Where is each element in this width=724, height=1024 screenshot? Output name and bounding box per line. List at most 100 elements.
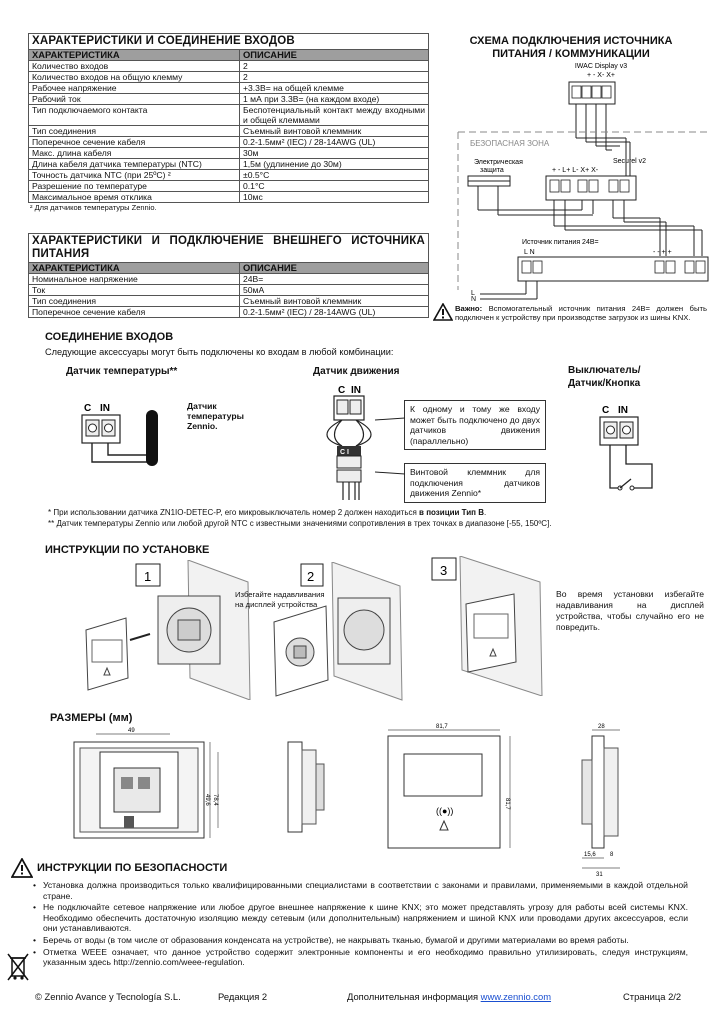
avoid-pressure-note: Избегайте надавливания на дисплей устрой… bbox=[235, 590, 325, 609]
table-cell: Номинальное напряжение bbox=[28, 273, 240, 285]
footer-website-link[interactable]: www.zennio.com bbox=[480, 991, 552, 1002]
footnote-1-pre: * При использовании датчика ZN1IO-DETEC-… bbox=[48, 508, 420, 517]
dim-81-7-h: 81,7 bbox=[504, 798, 510, 810]
footer-copyright: © Zennio Avance y Tecnología S.L. bbox=[35, 991, 181, 1002]
table-cell: Тип подключаемого контакта bbox=[28, 104, 240, 126]
inputs-table: ХАРАКТЕРИСТИКА ОПИСАНИЕ Количество входо… bbox=[28, 49, 429, 203]
table-cell: Съемный винтовой клеммник bbox=[239, 125, 429, 137]
motion-c-label: C bbox=[338, 385, 345, 396]
table-cell: Беспотенциальный контакт между входными … bbox=[239, 104, 429, 126]
inputs-table-block: ХАРАКТЕРИСТИКИ И СОЕДИНЕНИЕ ВХОДОВ ХАРАК… bbox=[28, 33, 429, 212]
table-cell: 2 bbox=[239, 60, 429, 72]
psu-label: Источник питания 24В= bbox=[522, 239, 599, 246]
table-row: Длина кабеля датчика температуры (NTC)1,… bbox=[28, 158, 429, 170]
psu-block bbox=[517, 256, 709, 282]
motion-box-2-text: Винтовой клеммник для подключения датчик… bbox=[410, 467, 540, 498]
dim-8: 8 bbox=[610, 852, 614, 858]
list-item: Отметка WEEE означает, что данное устрой… bbox=[33, 947, 688, 968]
wiring-warning: Важно: Вспомогательный источник питания … bbox=[455, 304, 707, 322]
install-step2-illustration: 2 bbox=[273, 562, 403, 701]
table-header-cell: ОПИСАНИЕ bbox=[239, 262, 429, 274]
table-cell: Рабочий ток bbox=[28, 93, 240, 105]
dim-28: 28 bbox=[598, 724, 605, 730]
dim-49: 49 bbox=[128, 728, 135, 734]
step-2-number: 2 bbox=[307, 569, 314, 584]
table-row: Точность датчика NTC (при 25ºC) ²±0.5°C bbox=[28, 169, 429, 181]
dimensions-drawing-front: 81,7 ((●)) 81,7 bbox=[387, 724, 511, 849]
display-label: IWAC Display v3 bbox=[575, 63, 627, 70]
inputs-table-footnote: ² Для датчиков температуры Zennio. bbox=[30, 203, 157, 212]
label-in: IN bbox=[100, 403, 110, 414]
switch-in-label: IN bbox=[618, 405, 628, 416]
inputs-section-title: СОЕДИНЕНИЕ ВХОДОВ bbox=[45, 331, 174, 343]
table-cell: +3.3В= на общей клемме bbox=[239, 82, 429, 94]
table-row: Рабочее напряжение+3.3В= на общей клемме bbox=[28, 82, 429, 94]
safe-zone-label: БЕЗОПАСНАЯ ЗОНА bbox=[470, 139, 550, 148]
dimensions-drawing-side: 28 15,6 8 31 bbox=[581, 724, 620, 878]
table-header-cell: ХАРАКТЕРИСТИКА bbox=[28, 49, 240, 61]
protection-label-2: защита bbox=[480, 167, 504, 174]
table-header-cell: ОПИСАНИЕ bbox=[239, 49, 429, 61]
inputs-intro: Следующие аксессуары могут быть подключе… bbox=[45, 347, 394, 357]
table-cell: Разрешение по температуре bbox=[28, 180, 240, 192]
temp-sensor-diagram: C IN bbox=[81, 403, 158, 466]
dim-31: 31 bbox=[596, 872, 603, 878]
temp-sensor-box-text: Датчик температуры Zennio. bbox=[187, 401, 244, 431]
safety-list: Установка должна производиться только кв… bbox=[33, 880, 688, 969]
switch-c-label: C bbox=[602, 405, 609, 416]
label-c: C bbox=[84, 403, 91, 414]
motion-sensor-title: Датчик движения bbox=[313, 366, 400, 377]
table-cell: 0.2-1.5мм² (IEC) / 28-14AWG (UL) bbox=[239, 136, 429, 148]
table-cell: Рабочее напряжение bbox=[28, 82, 240, 94]
table-cell: 50мА bbox=[239, 284, 429, 296]
footer-more-info: Дополнительная информация www.zennio.com bbox=[347, 991, 551, 1002]
list-item: Не подключайте сетевое напряжение или лю… bbox=[33, 902, 688, 934]
power-table-block: ХАРАКТЕРИСТИКИ И ПОДКЛЮЧЕНИЕ ВНЕШНЕГО ИС… bbox=[28, 233, 429, 318]
table-cell: 1 мА при 3.3В= (на каждом входе) bbox=[239, 93, 429, 105]
psu-terminals-right: - - + + bbox=[653, 249, 672, 256]
line-n-label: N bbox=[471, 296, 477, 303]
dimensions-drawing-side-b bbox=[287, 741, 325, 833]
table-cell: Поперечное сечение кабеля bbox=[28, 136, 240, 148]
dim-81-7-w: 81,7 bbox=[436, 724, 448, 730]
table-cell: 0.1°C bbox=[239, 180, 429, 192]
dimensions-drawing-back: 49 49,6 78,4 bbox=[73, 728, 219, 839]
table-header-row: ХАРАКТЕРИСТИКА ОПИСАНИЕ bbox=[28, 262, 429, 274]
footnote-1-bold: в позиции Тип B bbox=[419, 508, 485, 517]
footer-page-number: Страница 2/2 bbox=[623, 991, 682, 1002]
warning-text: Вспомогательный источник питания 24В= до… bbox=[455, 304, 707, 323]
table-header-row: ХАРАКТЕРИСТИКА ОПИСАНИЕ bbox=[28, 49, 429, 61]
warning-icon bbox=[433, 303, 453, 321]
step-3-number: 3 bbox=[440, 563, 447, 578]
warning-bold: Важно: bbox=[455, 304, 483, 313]
list-item: Беречь от воды (в том числе от образован… bbox=[33, 935, 688, 946]
table-cell: 0.2-1.5мм² (IEC) / 28-14AWG (UL) bbox=[239, 306, 429, 318]
table-cell: 24В= bbox=[239, 273, 429, 285]
safety-warning-icon bbox=[11, 858, 33, 878]
dimensions-title: РАЗМЕРЫ (мм) bbox=[50, 712, 133, 724]
list-item: Установка должна производиться только кв… bbox=[33, 880, 688, 901]
table-cell: Съемный винтовой клеммник bbox=[239, 295, 429, 307]
table-cell: Максимальное время отклика bbox=[28, 191, 240, 203]
power-table-title: ХАРАКТЕРИСТИКИ И ПОДКЛЮЧЕНИЕ ВНЕШНЕГО ИС… bbox=[28, 233, 429, 262]
motion-sensor-diagram: C IN C I bbox=[326, 385, 372, 500]
footer-more-info-label: Дополнительная информация bbox=[347, 991, 481, 1002]
motion-in-label: IN bbox=[351, 385, 361, 396]
install-title: ИНСТРУКЦИИ ПО УСТАНОВКЕ bbox=[45, 544, 210, 556]
table-cell: 10мс bbox=[239, 191, 429, 203]
inputs-footnote-1: * При использовании датчика ZN1IO-DETEC-… bbox=[48, 508, 486, 518]
table-cell: Тип соединения bbox=[28, 295, 240, 307]
step-1-number: 1 bbox=[144, 569, 151, 584]
display-terminals-graphic bbox=[571, 85, 612, 99]
